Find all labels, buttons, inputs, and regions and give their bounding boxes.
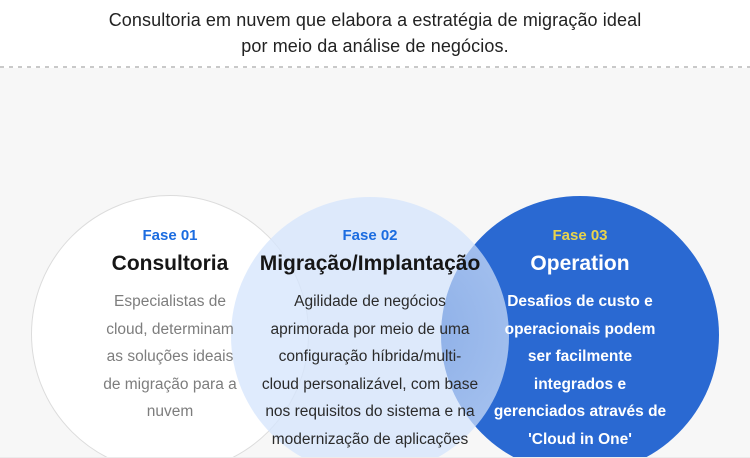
phase-1-title: Consultoria xyxy=(111,252,229,275)
phase-1-description: Especialistas de cloud, determinam as so… xyxy=(103,293,237,420)
phase-3-label: Fase 03 xyxy=(552,227,608,244)
phase-2-label: Fase 02 xyxy=(342,227,398,244)
header: Consultoria em nuvem que elabora a estra… xyxy=(0,0,750,66)
phase-2-title: Migração/Implantação xyxy=(259,252,481,275)
phase-2-circle xyxy=(231,197,509,457)
phase-3-description: Desafios de custo e operacionais podem s… xyxy=(493,293,667,448)
phase-3-title: Operation xyxy=(530,252,630,275)
phase-2-content: Fase 02 Migração/Implantação Agilidade d… xyxy=(240,226,500,453)
phase-2-description: Agilidade de negócios aprimorada por mei… xyxy=(261,293,479,448)
venn-diagram: Fase 01 Consultoria Especialistas de clo… xyxy=(0,68,750,457)
phase-1-label: Fase 01 xyxy=(142,227,198,244)
page-title: Consultoria em nuvem que elabora a estra… xyxy=(108,10,642,56)
dashed-divider xyxy=(0,66,750,68)
phase-3-content: Fase 03 Operation Desafios de custo e op… xyxy=(455,226,705,453)
phase-1-content: Fase 01 Consultoria Especialistas de clo… xyxy=(45,226,295,426)
